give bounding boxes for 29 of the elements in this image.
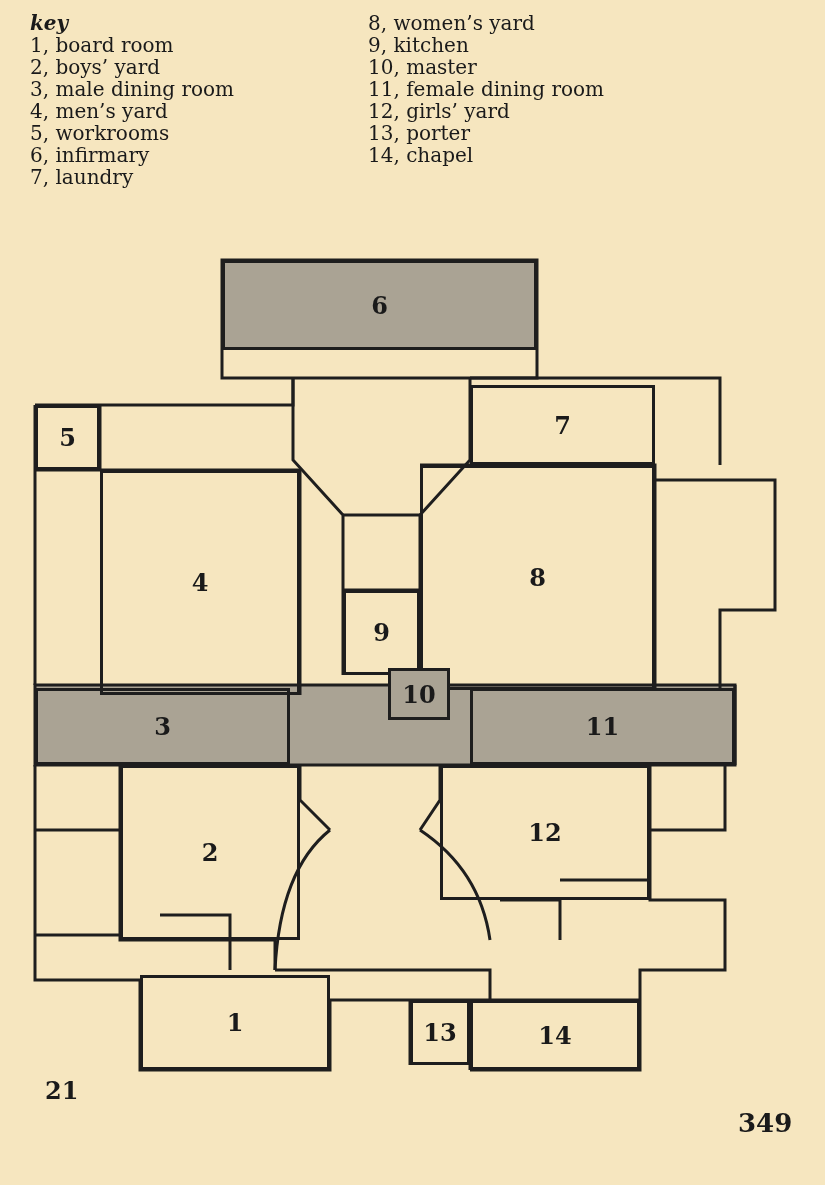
room-area: 13 (410, 1000, 470, 1065)
key-entry: 3, male dining room (30, 78, 235, 100)
key-entry: 2, boys’ yard (30, 56, 161, 78)
key-entry: 14, chapel (368, 144, 474, 166)
key-entry: 13, porter (368, 122, 470, 144)
key-entry: 8, women’s yard (368, 12, 535, 34)
room-area: 12 (440, 765, 650, 900)
room-area: 3 (35, 688, 290, 765)
key-entry: 12, girls’ yard (368, 100, 510, 122)
key-entry: 9, kitchen (368, 34, 469, 56)
room-area: 1 (140, 975, 330, 1070)
room-area: 7 (470, 385, 655, 465)
room-area: 4 (100, 470, 300, 695)
room-area: 5 (35, 405, 100, 470)
page-number: 349 (738, 1112, 793, 1134)
key-entry: 11, female dining room (368, 78, 604, 100)
figure-number: 21 (45, 1080, 79, 1102)
room-area: 11 (470, 688, 735, 765)
key-entry: 7, laundry (30, 166, 134, 188)
room-area: 14 (470, 1000, 640, 1070)
key-entry: 4, men’s yard (30, 100, 168, 122)
key-entry: 1, board room (30, 34, 174, 56)
key-entry: 6, infirmary (30, 144, 150, 166)
room-area: 2 (120, 765, 300, 940)
key-entry: 5, workrooms (30, 122, 170, 144)
key-heading: key (30, 12, 69, 34)
room-area: 10 (388, 668, 450, 720)
key-entry: 10, master (368, 56, 477, 78)
room-area: 6 (222, 260, 537, 350)
